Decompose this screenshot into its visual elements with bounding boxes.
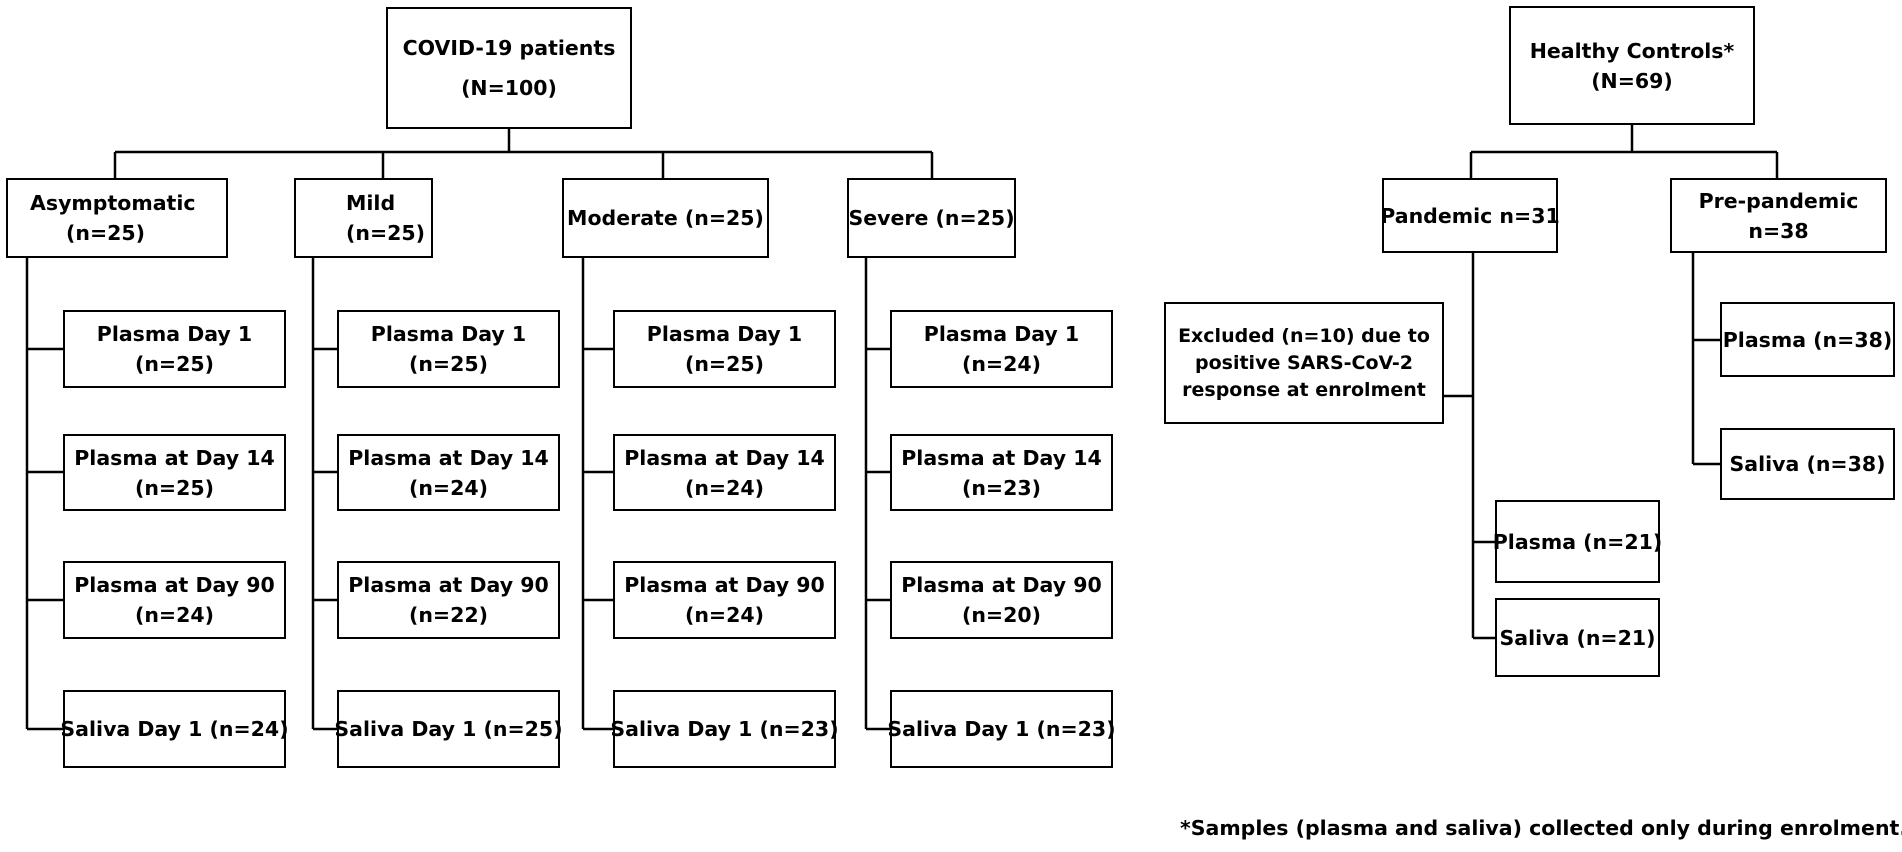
moderate-plasma-day1-box: Plasma Day 1 (n=25): [613, 310, 836, 388]
sample-count: (n=24): [961, 352, 1042, 376]
sample-label: Plasma Day 1: [370, 322, 527, 346]
sample-label: Saliva Day 1 (n=24): [60, 717, 289, 741]
sample-count: (n=23): [961, 475, 1042, 500]
sample-label: Plasma Day 1: [923, 322, 1080, 346]
prepandemic-box: Pre-pandemic n=38: [1670, 178, 1887, 253]
asymptomatic-plasma-day14-box: Plasma at Day 14 (n=25): [63, 434, 286, 511]
severe-plasma-day14-box: Plasma at Day 14 (n=23): [890, 434, 1113, 511]
sample-label: Plasma at Day 14: [901, 445, 1102, 470]
prepandemic-label: Pre-pandemic: [1698, 188, 1859, 213]
excluded-line-1: Excluded (n=10) due to: [1178, 324, 1430, 347]
moderate-saliva-day1-box: Saliva Day 1 (n=23): [610, 690, 839, 768]
sample-label: Plasma at Day 14: [624, 445, 825, 470]
healthy-controls-box: Healthy Controls* (N=69): [1509, 6, 1755, 125]
sample-count: (n=25): [134, 352, 215, 376]
prepandemic-saliva-box: Saliva (n=38): [1720, 428, 1895, 500]
sample-label: Plasma at Day 90: [74, 573, 275, 597]
prepandemic-count: n=38: [1748, 218, 1809, 243]
sample-label: Plasma at Day 90: [901, 573, 1102, 597]
sample-label: Plasma at Day 90: [348, 573, 549, 597]
pandemic-saliva-box: Saliva (n=21): [1495, 598, 1660, 677]
moderate-plasma-day90-box: Plasma at Day 90 (n=24): [613, 561, 836, 639]
sample-label: Plasma at Day 14: [74, 445, 275, 470]
sample-label: Plasma at Day 90: [624, 573, 825, 597]
sample-label: Plasma (n=38): [1722, 327, 1893, 352]
sample-label: Plasma (n=21): [1492, 529, 1663, 554]
asymptomatic-saliva-day1-box: Saliva Day 1 (n=24): [60, 690, 289, 768]
asymptomatic-plasma-day90-box: Plasma at Day 90 (n=24): [63, 561, 286, 639]
mild-plasma-day1-box: Plasma Day 1 (n=25): [337, 310, 560, 388]
sample-count: (n=25): [134, 475, 215, 500]
sample-label: Plasma at Day 14: [348, 445, 549, 470]
sample-count: (n=25): [408, 352, 489, 376]
group-asymptomatic-count: (n=25): [66, 221, 146, 245]
controls-root-count: (N=69): [1591, 68, 1673, 93]
moderate-plasma-day14-box: Plasma at Day 14 (n=24): [613, 434, 836, 511]
covid-patients-box: COVID-19 patients (N=100): [386, 7, 632, 129]
sample-label: Saliva Day 1 (n=25): [334, 717, 563, 741]
group-asymptomatic-title: Asymptomatic: [30, 191, 196, 215]
group-severe-title: Severe (n=25): [848, 206, 1015, 230]
mild-plasma-day14-box: Plasma at Day 14 (n=24): [337, 434, 560, 511]
pandemic-plasma-box: Plasma (n=21): [1492, 500, 1663, 583]
controls-root-title: Healthy Controls*: [1529, 38, 1735, 63]
sample-label: Plasma Day 1: [96, 322, 253, 346]
severe-saliva-day1-box: Saliva Day 1 (n=23): [887, 690, 1116, 768]
sample-label: Saliva Day 1 (n=23): [610, 717, 839, 741]
sample-label: Saliva (n=21): [1499, 625, 1656, 650]
group-moderate-box: Moderate (n=25): [562, 178, 769, 258]
sample-count: (n=25): [684, 352, 765, 376]
sample-count: (n=24): [134, 603, 215, 627]
asymptomatic-plasma-day1-box: Plasma Day 1 (n=25): [63, 310, 286, 388]
group-mild-box: Mild (n=25): [294, 178, 433, 258]
sample-count: (n=22): [408, 603, 489, 627]
prepandemic-plasma-box: Plasma (n=38): [1720, 302, 1895, 377]
sample-label: Saliva (n=38): [1729, 452, 1886, 476]
group-severe-box: Severe (n=25): [847, 178, 1016, 258]
group-moderate-title: Moderate (n=25): [567, 206, 764, 230]
sample-label: Plasma Day 1: [646, 322, 803, 346]
sample-label: Saliva Day 1 (n=23): [887, 717, 1116, 741]
severe-plasma-day1-box: Plasma Day 1 (n=24): [890, 310, 1113, 388]
excluded-line-2: positive SARS-CoV-2: [1195, 351, 1413, 374]
covid-root-count: (N=100): [461, 76, 557, 100]
group-asymptomatic-box: Asymptomatic (n=25): [6, 178, 228, 258]
excluded-box: Excluded (n=10) due to positive SARS-CoV…: [1164, 302, 1444, 424]
mild-saliva-day1-box: Saliva Day 1 (n=25): [334, 690, 563, 768]
covid-root-title: COVID-19 patients: [402, 36, 616, 60]
sample-count: (n=24): [684, 603, 765, 627]
excluded-line-3: response at enrolment: [1182, 378, 1426, 401]
sample-count: (n=24): [684, 475, 765, 500]
pandemic-label: Pandemic n=31: [1380, 203, 1560, 228]
group-mild-title: Mild: [346, 191, 396, 215]
footnote: *Samples (plasma and saliva) collected o…: [1180, 816, 1902, 840]
mild-plasma-day90-box: Plasma at Day 90 (n=22): [337, 561, 560, 639]
sample-count: (n=20): [961, 603, 1042, 627]
pandemic-box: Pandemic n=31: [1380, 178, 1560, 253]
group-mild-count: (n=25): [346, 221, 426, 245]
severe-plasma-day90-box: Plasma at Day 90 (n=20): [890, 561, 1113, 639]
sample-count: (n=24): [408, 475, 489, 500]
